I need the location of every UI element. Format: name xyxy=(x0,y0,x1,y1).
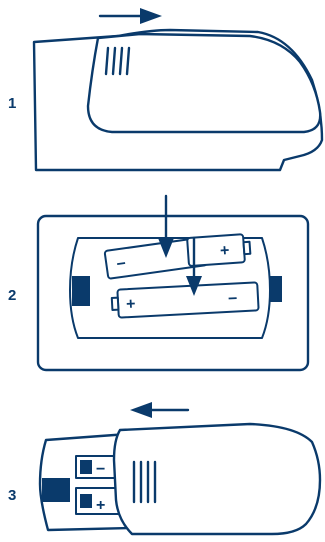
battery-upper-minus: − xyxy=(115,255,127,273)
battery-lower: + − xyxy=(110,281,260,319)
right-contact xyxy=(270,276,282,302)
battery-lower-minus: − xyxy=(228,290,238,307)
step-3-number: 3 xyxy=(8,487,16,504)
insert-down-arrow-icon xyxy=(158,194,202,296)
slide-right-arrow-icon xyxy=(98,8,162,24)
step-2-number: 2 xyxy=(8,287,16,304)
battery-visible-minus: − xyxy=(96,461,105,478)
battery-cover xyxy=(86,32,322,134)
battery-visible-plus: + xyxy=(96,497,105,514)
step-3: 3 − + xyxy=(8,402,322,536)
battery-lower-plus: + xyxy=(126,296,136,313)
battery-cover-closing xyxy=(112,422,322,536)
step-1: 1 xyxy=(8,8,324,172)
slide-left-arrow-icon xyxy=(130,402,190,418)
battery-upper-plus: + xyxy=(220,242,231,260)
grip-ridges-closed xyxy=(132,460,157,504)
step-1-number: 1 xyxy=(8,95,16,112)
step-2: 2 − + + − xyxy=(8,194,310,372)
battery-upper-right: + xyxy=(186,233,252,267)
grip-ridges xyxy=(104,46,131,76)
left-contact-closed xyxy=(42,478,70,502)
left-contact xyxy=(72,276,90,306)
